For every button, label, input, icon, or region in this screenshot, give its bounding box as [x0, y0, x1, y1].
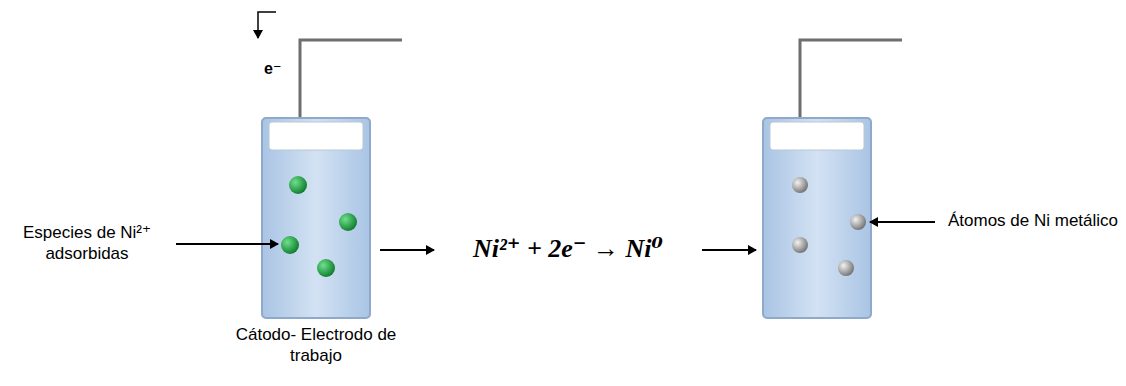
electrode-label: Cátodo- Electrodo de trabajo: [226, 324, 406, 366]
electrode-cell: [763, 118, 871, 318]
ni2-species: [339, 213, 357, 231]
wire: [300, 40, 402, 118]
ni2-species: [289, 176, 307, 194]
wire: [800, 40, 902, 118]
ni2-species: [317, 259, 335, 277]
reaction-equation: Ni²⁺ + 2e⁻ → Ni⁰: [436, 234, 700, 264]
electrode-cell: [262, 118, 370, 318]
electrode-cap: [269, 122, 363, 150]
electrode-cap: [770, 122, 864, 150]
ni-atom: [838, 260, 854, 276]
ni-atom: [850, 214, 866, 230]
ni-atom: [792, 177, 808, 193]
callout-label: Átomos de Ni metálico: [945, 210, 1121, 231]
ni-atom: [792, 237, 808, 253]
electron-label: e⁻: [264, 58, 304, 79]
process-arrow: [702, 249, 756, 251]
leader-arrow: [176, 243, 278, 245]
ni2-species: [281, 236, 299, 254]
process-arrow: [380, 249, 434, 251]
callout-label: Especies de Ni²⁺ adsorbidas: [4, 222, 170, 264]
leader-arrow: [870, 221, 935, 223]
electron-arrow: [258, 12, 276, 38]
